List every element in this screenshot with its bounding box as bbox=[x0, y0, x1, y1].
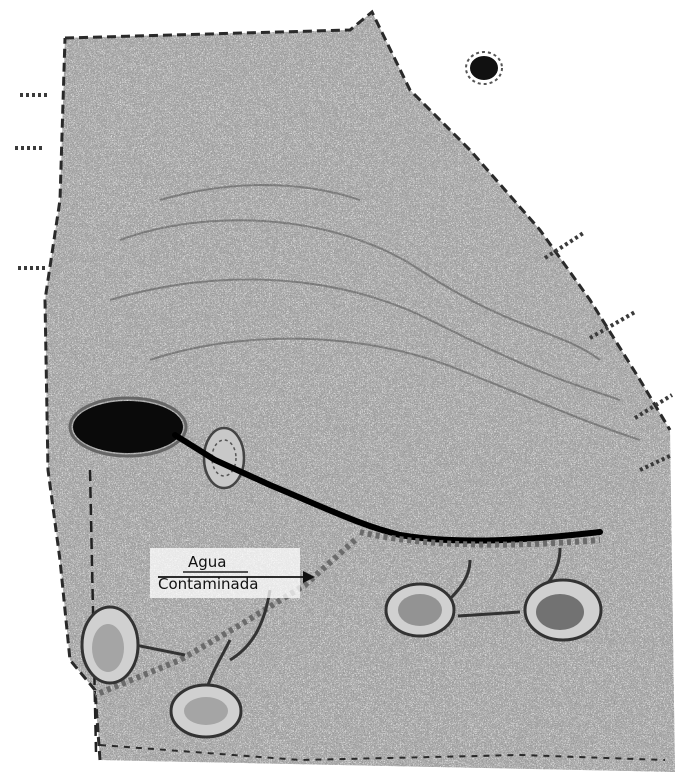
site-west-1 bbox=[82, 607, 138, 683]
site-east-1 bbox=[386, 584, 454, 636]
reservoir bbox=[70, 398, 186, 456]
site-east-2 bbox=[525, 580, 601, 640]
label-agua: Agua bbox=[188, 553, 226, 571]
site-south-1 bbox=[171, 685, 241, 737]
top-marker bbox=[470, 56, 498, 80]
